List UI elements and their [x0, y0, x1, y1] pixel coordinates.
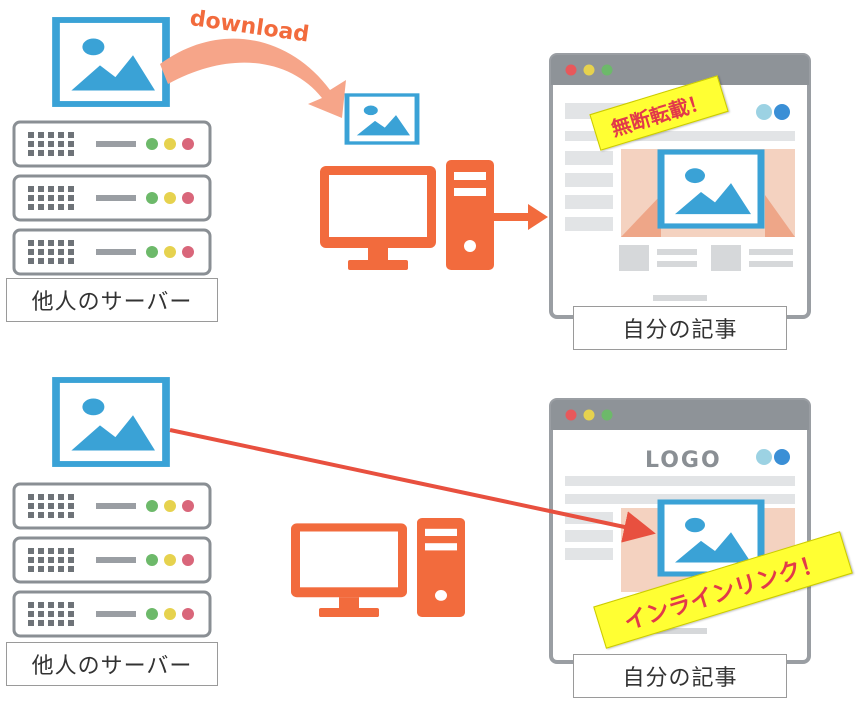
top-article-label: 自分の記事: [573, 306, 787, 350]
top-server-label: 他人のサーバー: [6, 278, 218, 322]
downloaded-image-icon: [347, 95, 417, 143]
top-browser-window: [549, 53, 811, 319]
bottom-pc-icon: [291, 518, 465, 617]
top-source-image-icon: [56, 20, 166, 104]
inline-link-arrow: [169, 428, 656, 543]
top-pc-icon: [320, 160, 494, 270]
logo-text: LOGO: [645, 448, 722, 473]
top-server-rack: [12, 120, 212, 276]
upload-arrow: [494, 204, 548, 230]
download-arrow: [160, 38, 346, 118]
bottom-server-rack: [12, 482, 212, 638]
bottom-server-label: 他人のサーバー: [6, 642, 218, 686]
bottom-source-image-icon: [56, 380, 166, 464]
bottom-article-label: 自分の記事: [573, 654, 787, 698]
